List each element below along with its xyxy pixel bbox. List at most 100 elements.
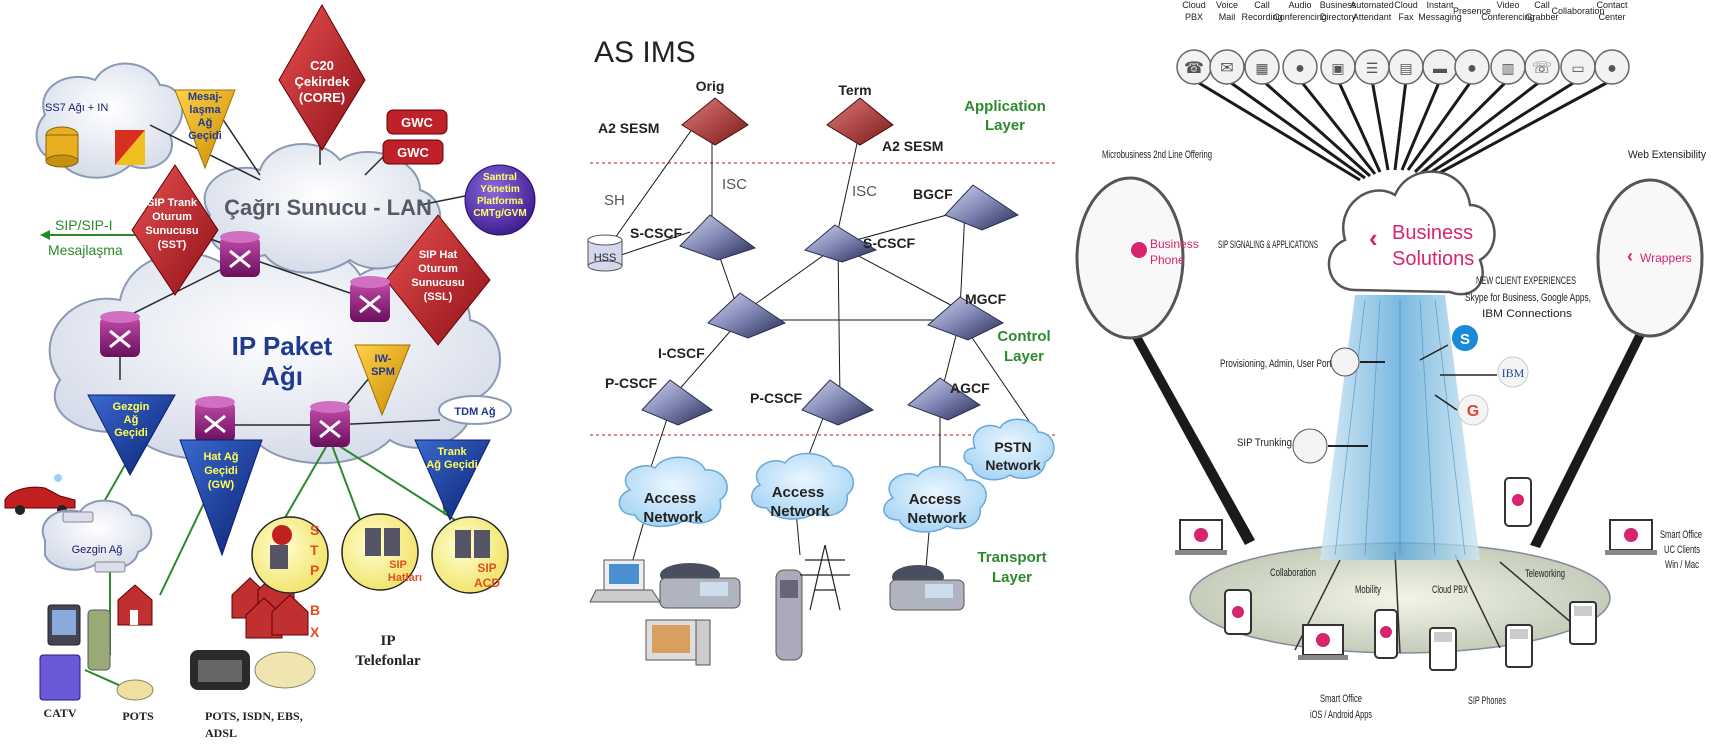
svg-text:X: X	[310, 624, 320, 640]
service-rays	[1193, 78, 1613, 182]
svg-text:▦: ▦	[1255, 60, 1268, 76]
svg-text:S: S	[1460, 331, 1470, 348]
svg-text:P-CSCF: P-CSCF	[605, 375, 658, 391]
svg-text:CMTg/GVM: CMTg/GVM	[473, 208, 526, 219]
svg-text:laşma: laşma	[189, 104, 221, 116]
svg-text:Smart Office: Smart Office	[1660, 529, 1702, 541]
contact-center-icon	[1594, 49, 1630, 85]
svg-text:Network: Network	[770, 503, 830, 520]
svg-text:TDM Ağ: TDM Ağ	[454, 406, 495, 418]
gwc-unit-2	[382, 139, 444, 165]
sip-trunk-session-server	[131, 164, 219, 296]
svg-text:Layer: Layer	[1004, 348, 1044, 365]
pstn-cloud	[963, 418, 1055, 481]
service-label: Conferencing	[1273, 12, 1327, 22]
service-label: Attendant	[1353, 12, 1392, 22]
svg-text:☎: ☎	[1184, 60, 1204, 77]
sip-trunk-icon	[1292, 428, 1328, 464]
svg-text:AGCF: AGCF	[950, 380, 990, 396]
svg-text:●: ●	[1607, 60, 1617, 77]
svg-text:SIP: SIP	[389, 559, 407, 571]
service-label: Cloud	[1182, 0, 1206, 10]
laptop-icon	[1298, 624, 1348, 660]
svg-text:S-CSCF: S-CSCF	[630, 225, 683, 241]
svg-text:Application: Application	[964, 98, 1046, 115]
svg-text:Santral: Santral	[483, 172, 517, 183]
laptop-icon	[1605, 519, 1657, 555]
svg-text:Teleworking: Teleworking	[1525, 568, 1565, 580]
orig-as-node	[681, 97, 749, 146]
svg-text:Control: Control	[997, 328, 1050, 345]
admin-portal-icon	[1330, 347, 1360, 377]
server-icon	[455, 530, 471, 558]
ip-pbx-circle	[251, 516, 329, 594]
router-icon	[195, 396, 235, 442]
svg-text:SIP: SIP	[477, 561, 496, 575]
svg-text:T: T	[310, 542, 319, 558]
svg-text:POTS: POTS	[122, 709, 154, 723]
service-label: Fax	[1398, 12, 1414, 22]
svg-text:IW-: IW-	[375, 353, 392, 365]
svg-text:(GW): (GW)	[208, 479, 235, 491]
mobile-phone-icon	[775, 569, 803, 661]
ibm-icon	[1497, 356, 1529, 388]
management-platform	[464, 164, 536, 236]
service-label: Messaging	[1418, 12, 1462, 22]
svg-text:I-CSCF: I-CSCF	[658, 345, 705, 361]
svg-text:Platforma: Platforma	[477, 196, 524, 207]
sip-phone-icon	[1569, 601, 1597, 645]
svg-text:ISC: ISC	[722, 176, 747, 193]
svg-text:Mobility: Mobility	[1355, 584, 1381, 596]
svg-text:SIP/SIP-I: SIP/SIP-I	[55, 217, 113, 233]
smartphone-icon	[1374, 609, 1398, 659]
mobile-network-cloud	[41, 499, 153, 571]
pbx-icon	[272, 525, 292, 545]
svg-text:Çekirdek: Çekirdek	[295, 74, 351, 89]
svg-text:SIP Hat: SIP Hat	[419, 249, 458, 261]
svg-text:S-CSCF: S-CSCF	[863, 235, 916, 251]
ims-pyramids	[641, 184, 1020, 426]
house-icon	[117, 584, 153, 626]
svg-text:Oturum: Oturum	[418, 263, 458, 275]
svg-text:Orig: Orig	[696, 78, 725, 94]
svg-text:Oturum: Oturum	[152, 211, 192, 223]
sip-phone-icon	[1429, 627, 1457, 671]
provisioning-label: Provisioning, Admin, User Portal	[1220, 358, 1338, 370]
svg-text:UC Clients: UC Clients	[1664, 544, 1700, 556]
svg-text:Skype for Business, Google App: Skype for Business, Google Apps,	[1465, 292, 1591, 304]
router-icons	[100, 231, 390, 447]
service-label: PBX	[1185, 12, 1203, 22]
skype-icon	[1452, 325, 1478, 351]
microbusiness-label: Microbusiness 2nd Line Offering	[1102, 149, 1212, 161]
svg-text:A2 SESM: A2 SESM	[598, 120, 659, 136]
router-icon	[310, 401, 350, 447]
svg-text:Collaboration: Collaboration	[1270, 567, 1316, 579]
mobile-gateway	[87, 394, 176, 477]
desk-phone-icon	[889, 565, 965, 611]
svg-text:Mesajlaşma: Mesajlaşma	[48, 242, 123, 258]
svg-text:POTS, ISDN, EBS,: POTS, ISDN, EBS,	[205, 709, 303, 723]
svg-text:GWC: GWC	[397, 145, 429, 160]
call-recording-icon	[1244, 49, 1280, 85]
google-icon	[1457, 394, 1489, 426]
svg-text:IBM Connections: IBM Connections	[1482, 308, 1573, 320]
svg-text:Term: Term	[838, 82, 871, 98]
service-label: Conferencing	[1481, 12, 1535, 22]
service-label: Voice	[1216, 0, 1238, 10]
laptop-icon	[589, 559, 661, 603]
svg-text:(CORE): (CORE)	[299, 90, 345, 105]
svg-text:Hat Ağ: Hat Ağ	[203, 451, 238, 463]
tdm-cloud	[438, 395, 512, 425]
svg-text:SIP Phones: SIP Phones	[1468, 695, 1506, 707]
svg-text:HSS: HSS	[594, 252, 617, 264]
svg-text:(SST): (SST)	[158, 239, 187, 251]
ip-network-label: IP Paket	[232, 331, 333, 361]
lan-cloud	[203, 143, 442, 274]
svg-text:●: ●	[1467, 60, 1477, 77]
sip-signaling-label: SIP SIGNALING & APPLICATIONS	[1218, 239, 1318, 251]
svg-text:Transport: Transport	[977, 549, 1046, 566]
svg-text:CATV: CATV	[43, 706, 76, 720]
call-grabber-icon	[1524, 49, 1560, 85]
svg-text:Access: Access	[909, 491, 962, 508]
